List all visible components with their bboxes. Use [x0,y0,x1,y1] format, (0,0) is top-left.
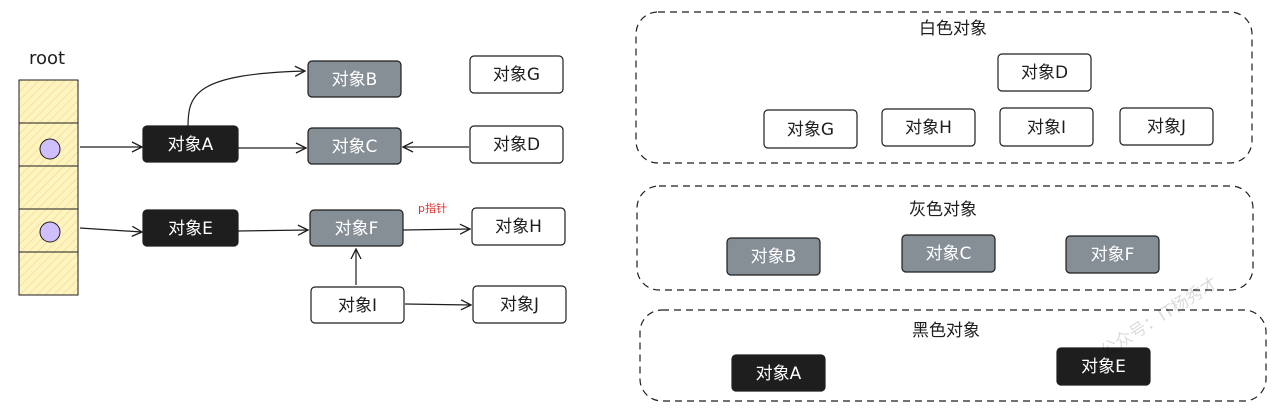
node-a-label: 对象A [168,135,214,155]
node-j: 对象J [472,285,567,324]
node-d-label: 对象D [493,135,540,155]
edge-a-to-b [187,71,305,128]
white-item-d-label: 对象D [1021,63,1068,83]
edge-e-to-f [237,230,308,231]
gray-item-f: 对象F [1065,235,1160,274]
black-item-a-label: 对象A [756,364,802,384]
edge-i-to-j [404,304,471,305]
edge-f-to-h [402,229,470,230]
node-b: 对象B [307,60,402,98]
gray-group-title: 灰色对象 [909,200,977,220]
root-label: root [29,48,65,69]
node-c: 对象C [307,127,402,165]
gray-item-b-label: 对象B [751,247,797,267]
node-d: 对象D [469,125,564,164]
node-i: 对象I [310,286,405,324]
gray-item-c: 对象C [901,234,996,273]
white-group-title: 白色对象 [919,19,987,39]
white-group: 白色对象 对象D 对象G 对象H 对象I 对象J [635,11,1253,164]
node-j-label: 对象J [500,295,539,315]
edge-root-to-e [79,228,142,232]
white-item-j: 对象J [1119,107,1214,146]
white-item-j-label: 对象J [1147,117,1186,137]
node-h: 对象H [471,207,566,246]
node-a: 对象A [142,125,239,163]
node-f: 对象F [309,209,404,247]
node-c-label: 对象C [332,137,378,157]
root-ref-dot-3 [39,221,61,243]
white-item-h-label: 对象H [905,118,952,138]
node-h-label: 对象H [495,217,542,237]
node-e: 对象E [142,209,239,247]
node-b-label: 对象B [332,70,378,90]
black-item-e-label: 对象E [1081,357,1126,377]
node-g-label: 对象G [493,65,540,85]
gray-item-b: 对象B [726,237,821,276]
white-item-h: 对象H [881,108,976,147]
pointer-label: p指针 [418,201,447,215]
root-cell-4 [18,251,79,296]
black-group: 黑色对象 对象A 对象E [639,309,1267,402]
white-item-d: 对象D [997,53,1092,92]
gray-item-f-label: 对象F [1091,245,1135,265]
root-cell-2 [18,165,79,210]
white-item-i-label: 对象I [1027,118,1066,138]
black-item-e: 对象E [1056,347,1151,386]
white-item-i: 对象I [999,107,1094,147]
node-i-label: 对象I [338,296,377,316]
black-group-title: 黑色对象 [912,321,980,341]
white-item-g-label: 对象G [787,120,834,140]
gray-item-c-label: 对象C [926,244,972,264]
root-cell-0 [18,79,79,124]
gray-group: 灰色对象 对象B 对象C 对象F [636,185,1254,291]
root-ref-dot-1 [39,138,61,160]
node-e-label: 对象E [168,219,213,239]
node-f-label: 对象F [335,219,379,239]
graph-edges [79,71,471,305]
watermark: 公众号：IT杨秀才 [1097,274,1222,362]
white-item-g: 对象G [763,109,858,149]
root-set [18,79,79,296]
node-g: 对象G [469,55,564,94]
black-item-a: 对象A [731,354,826,392]
